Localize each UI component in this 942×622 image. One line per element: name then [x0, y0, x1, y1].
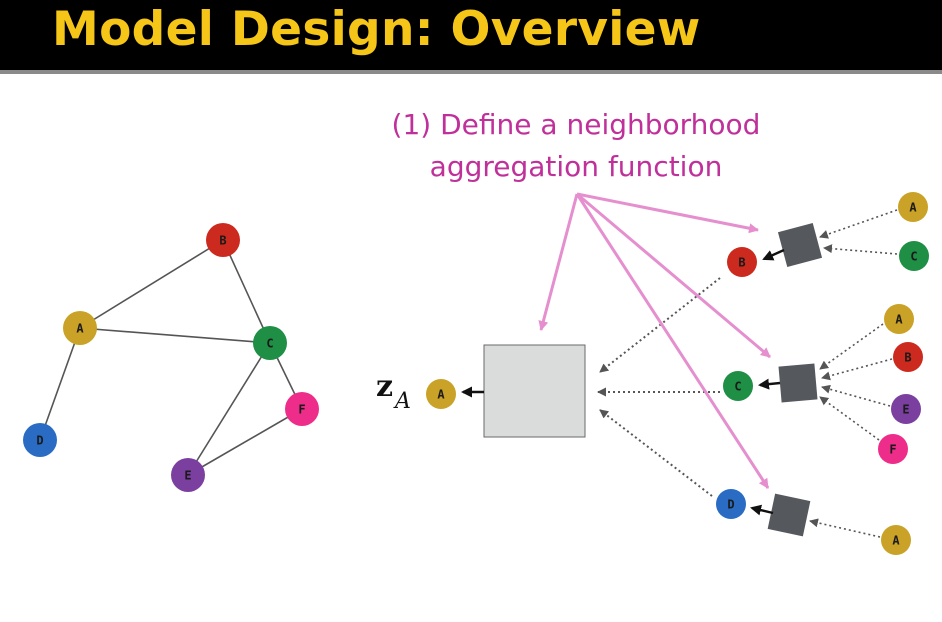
svg-text:F: F — [889, 443, 896, 457]
level2-node-b-under-c: B — [893, 342, 923, 372]
target-node-a: A — [426, 379, 456, 409]
graph-node-e: E — [171, 458, 205, 492]
embedding-label-z-a: z A — [376, 369, 411, 414]
svg-text:E: E — [902, 403, 909, 417]
svg-text:C: C — [266, 337, 273, 351]
level1-node-c: C — [723, 371, 753, 401]
dotted-arrow-b-to-main-agg — [599, 277, 721, 373]
title-bar: Model Design: Overview — [0, 0, 942, 70]
level2-node-a-under-b: A — [898, 192, 928, 222]
svg-text:z: z — [376, 369, 393, 404]
annotation-line-1: (1) Define a neighborhood — [391, 108, 761, 141]
svg-text:E: E — [184, 469, 191, 483]
svg-text:C: C — [910, 250, 917, 264]
level1-node-d: D — [716, 489, 746, 519]
svg-text:B: B — [738, 256, 745, 270]
svg-text:A: A — [76, 322, 84, 336]
level2-node-a-under-d: A — [881, 525, 911, 555]
computation-graph: A z A B C D A — [376, 192, 929, 555]
dotted-arrow-a-to-agg-b — [819, 209, 898, 239]
graph-edge-a-c — [79, 327, 271, 344]
svg-text:D: D — [727, 498, 734, 512]
svg-text:C: C — [734, 380, 741, 394]
dotted-arrow-a-to-agg-d — [809, 518, 881, 538]
dotted-arrow-b-to-agg-c — [821, 358, 893, 381]
graph-node-b: B — [206, 223, 240, 257]
dotted-arrow-c-to-agg-b — [823, 244, 898, 255]
arrow-agg-d-to-d — [750, 504, 774, 516]
level2-node-e-under-c: E — [891, 394, 921, 424]
graph-edge-b-c — [222, 239, 271, 344]
graph-node-c: C — [253, 326, 287, 360]
svg-text:A: A — [393, 389, 411, 414]
annotation-line-2: aggregation function — [429, 150, 723, 183]
level1-node-b: B — [727, 247, 757, 277]
graph-edge-c-e — [187, 342, 271, 476]
svg-text:A: A — [892, 534, 900, 548]
input-graph: B A C F D E — [23, 223, 319, 492]
aggregator-box-c — [778, 363, 818, 403]
slide-title: Model Design: Overview — [52, 2, 701, 57]
graph-edge-e-f — [187, 408, 303, 476]
svg-text:B: B — [904, 351, 911, 365]
aggregator-box-d — [767, 493, 811, 537]
arrow-agg-c-to-c — [758, 378, 781, 390]
aggregation-annotation: (1) Define a neighborhood aggregation fu… — [370, 104, 782, 188]
pink-arrow-to-agg-d — [575, 193, 770, 489]
svg-text:B: B — [219, 234, 226, 248]
svg-text:F: F — [298, 403, 305, 417]
level2-node-c-under-b: C — [899, 241, 929, 271]
graph-node-f: F — [285, 392, 319, 426]
graph-node-d: D — [23, 423, 57, 457]
svg-text:A: A — [437, 388, 445, 402]
pink-arrow-to-agg-c — [576, 192, 771, 359]
graph-node-a: A — [63, 311, 97, 345]
graph-edge-a-b — [79, 239, 224, 329]
level2-node-f-under-c: F — [878, 434, 908, 464]
main-aggregator-box — [483, 344, 586, 438]
dotted-arrow-f-to-agg-c — [819, 396, 880, 441]
level2-node-a-under-c: A — [884, 304, 914, 334]
pink-arrow-to-agg-b — [576, 192, 759, 234]
pink-arrow-to-main-agg — [538, 193, 579, 331]
aggregator-box-b — [777, 222, 823, 268]
arrow-agg-b-to-b — [762, 248, 785, 261]
svg-text:D: D — [36, 434, 43, 448]
svg-text:A: A — [909, 201, 917, 215]
dotted-arrow-e-to-agg-c — [821, 384, 891, 407]
annotation-arrows — [538, 192, 771, 489]
svg-text:A: A — [895, 313, 903, 327]
title-divider — [0, 70, 942, 74]
dotted-arrow-d-to-main-agg — [599, 409, 713, 497]
dotted-arrow-a-to-agg-c — [819, 323, 884, 370]
graph-edge-a-d — [39, 327, 81, 441]
